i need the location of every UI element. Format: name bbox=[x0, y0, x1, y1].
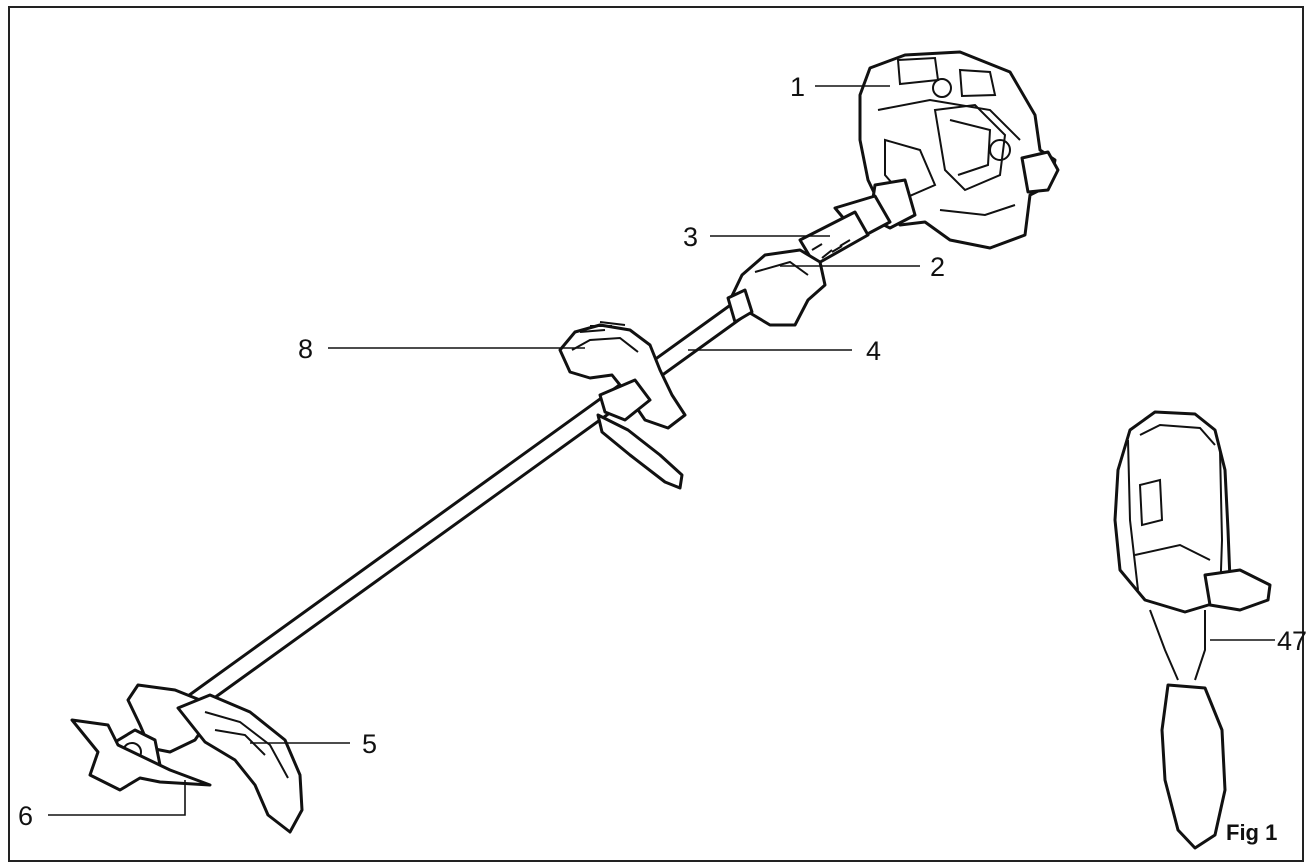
callout-47: 47 bbox=[1277, 626, 1307, 656]
callout-5: 5 bbox=[362, 729, 377, 759]
callout-6: 6 bbox=[18, 801, 33, 831]
throttle-grip bbox=[726, 194, 892, 327]
loop-handle bbox=[558, 321, 687, 490]
cutting-head bbox=[108, 683, 304, 834]
callout-2: 2 bbox=[930, 252, 945, 282]
drive-shaft bbox=[180, 295, 755, 715]
callout-1: 1 bbox=[790, 72, 805, 102]
callout-8: 8 bbox=[298, 334, 313, 364]
figure-label: Fig 1 bbox=[1226, 820, 1277, 845]
callout-3: 3 bbox=[683, 222, 698, 252]
cutting-blade bbox=[70, 718, 212, 792]
figure-frame bbox=[8, 6, 1304, 862]
engine-unit bbox=[858, 50, 1060, 250]
leader-lines bbox=[48, 85, 1275, 816]
harness bbox=[1113, 410, 1272, 850]
callout-4: 4 bbox=[866, 336, 881, 366]
